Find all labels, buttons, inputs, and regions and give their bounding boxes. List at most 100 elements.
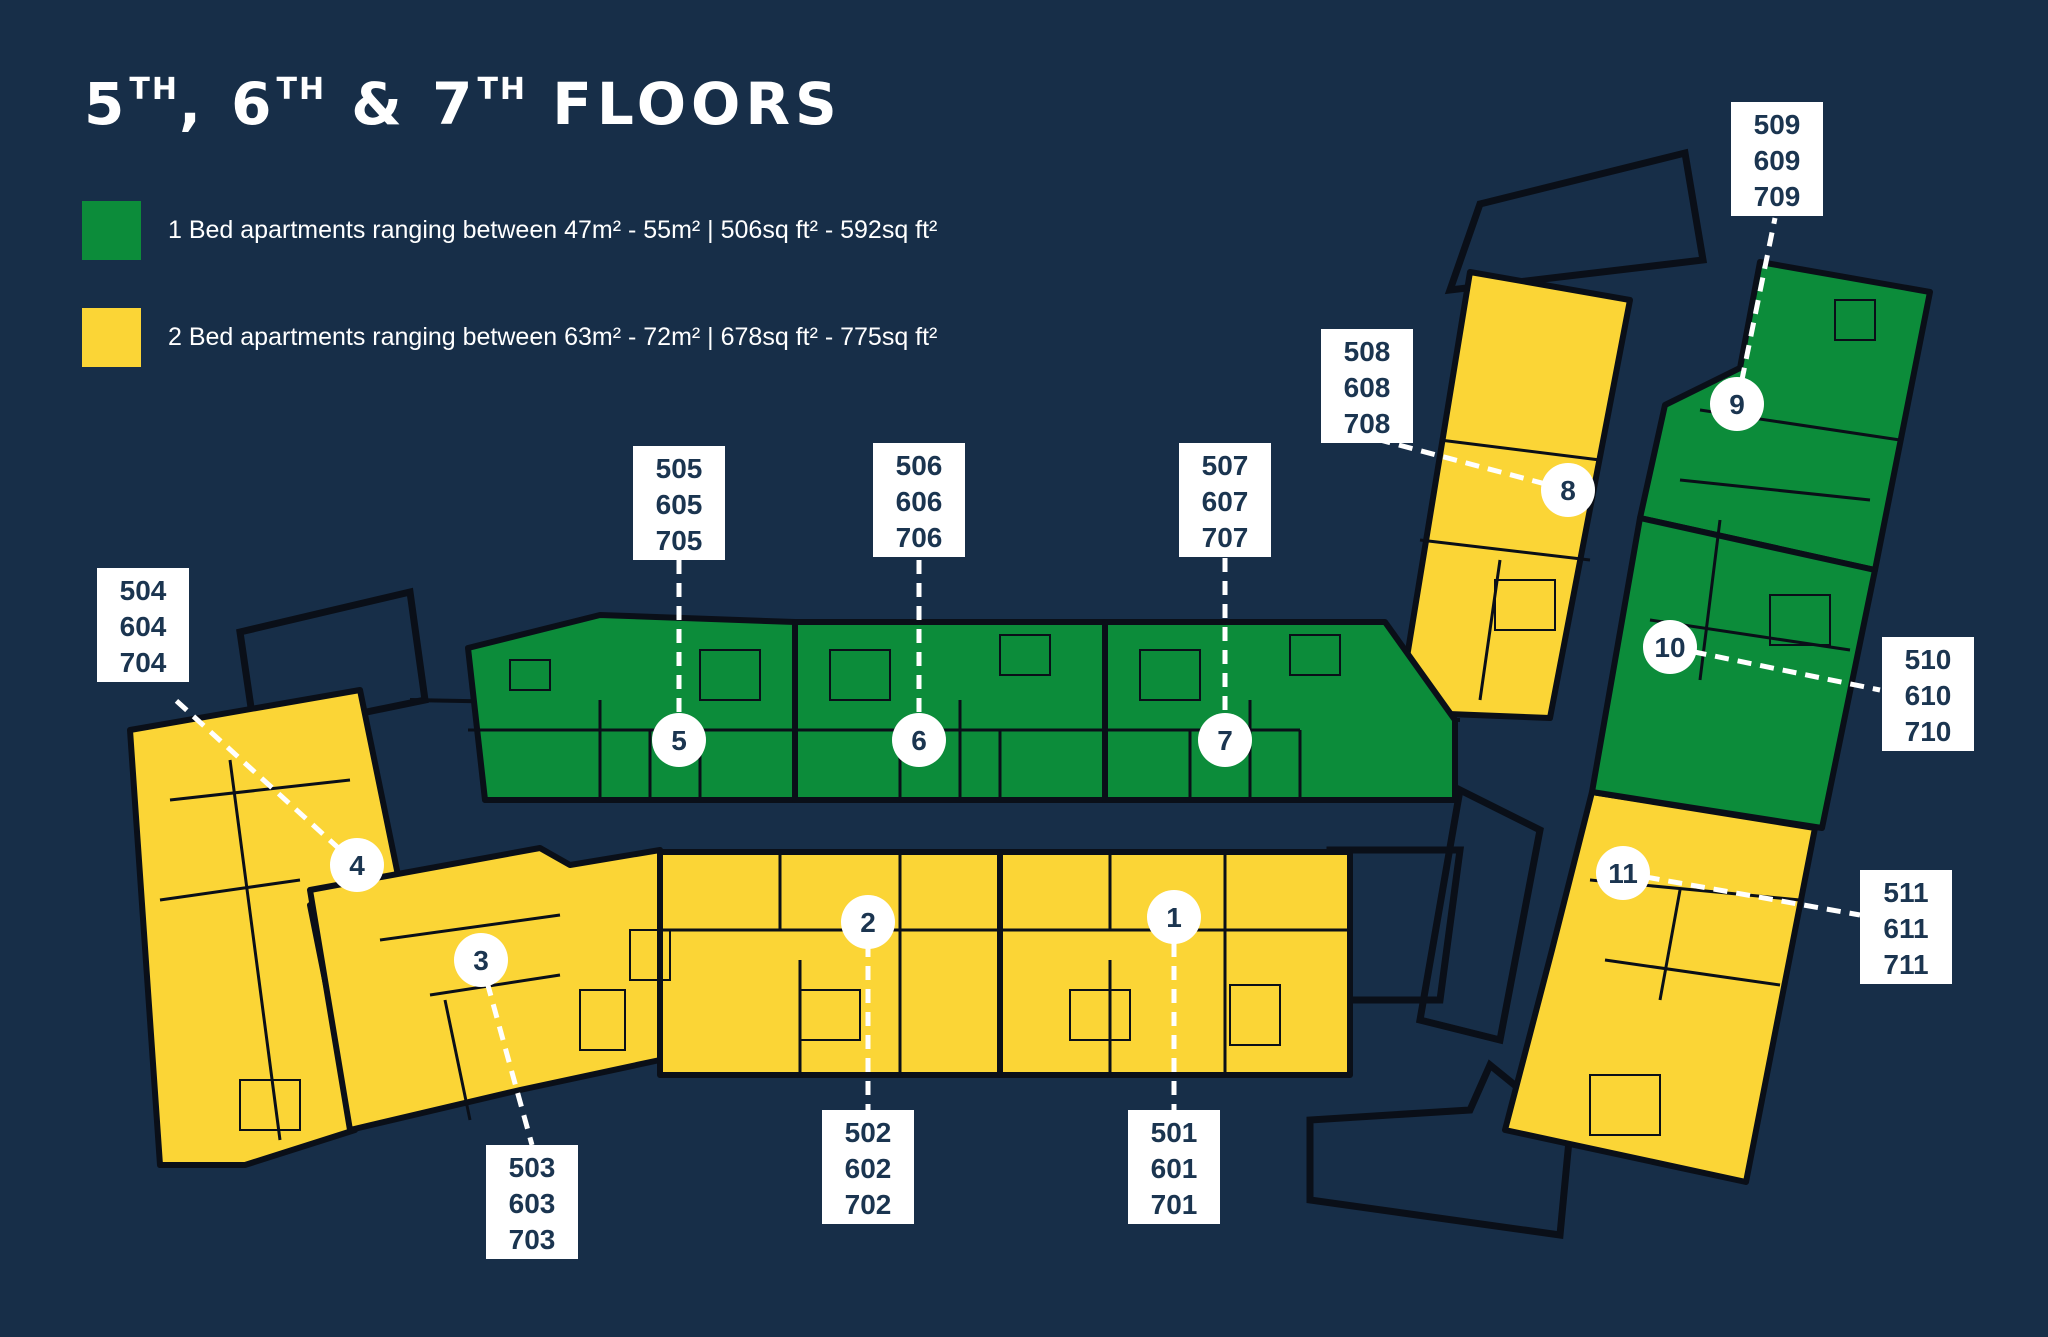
marker-label-11: 11	[1608, 858, 1638, 889]
legend-swatch-yellow	[82, 307, 141, 367]
legend-item-two-bed: 2 Bed apartments ranging between 63m² - …	[82, 307, 937, 367]
unit-702: 702	[845, 1189, 892, 1220]
wall-2	[660, 852, 1000, 1075]
marker-7: 7	[1198, 713, 1252, 767]
marker-3: 3	[454, 933, 508, 987]
unit-701: 701	[1151, 1189, 1198, 1220]
marker-1: 1	[1147, 890, 1201, 944]
two-bed-units	[127, 269, 1818, 1185]
unit-608: 608	[1344, 372, 1391, 403]
callout-6: 506 606 706	[873, 443, 965, 557]
legend-swatch-green	[82, 200, 141, 260]
sofa-7	[1289, 634, 1341, 676]
leader-10	[1669, 644, 1881, 693]
apartment-8	[1395, 269, 1633, 721]
sofa-1	[1229, 984, 1281, 1046]
apartment-5	[465, 612, 798, 803]
stair-core-north	[1444, 148, 1708, 295]
unit-508: 508	[1344, 336, 1391, 367]
apartment-6	[792, 619, 1108, 803]
unit-705: 705	[656, 525, 703, 556]
apartment-2	[657, 849, 1003, 1078]
marker-label-6: 6	[911, 725, 927, 756]
marker-label-3: 3	[473, 945, 489, 976]
wall-5	[468, 700, 795, 800]
unit-507: 507	[1202, 450, 1249, 481]
legend-label-two-bed: 2 Bed apartments ranging between 63m² - …	[168, 322, 938, 351]
unit-711: 711	[1883, 949, 1928, 980]
marker-label-10: 10	[1654, 632, 1685, 663]
unit-506: 506	[896, 450, 943, 481]
unit-601: 601	[1151, 1153, 1198, 1184]
unit-708: 708	[1344, 408, 1391, 439]
bed-2	[799, 989, 861, 1041]
marker-10: 10	[1643, 620, 1697, 674]
unit-710: 710	[1905, 716, 1952, 747]
wall-3	[379, 913, 561, 1121]
bed-11	[1589, 1074, 1661, 1136]
unit-707: 707	[1202, 522, 1249, 553]
marker-label-8: 8	[1560, 475, 1576, 506]
unit-703: 703	[509, 1224, 556, 1255]
legend-item-one-bed: 1 Bed apartments ranging between 47m² - …	[82, 200, 937, 260]
marker-label-1: 1	[1166, 902, 1182, 933]
marker-5: 5	[652, 713, 706, 767]
unit-610: 610	[1905, 680, 1952, 711]
leader-11	[1622, 870, 1861, 918]
unit-503: 503	[509, 1152, 556, 1183]
apartment-7	[1102, 619, 1458, 803]
unit-603: 603	[509, 1188, 556, 1219]
unit-605: 605	[656, 489, 703, 520]
unit-604: 604	[120, 611, 167, 642]
callout-4: 504 604 704	[97, 568, 189, 682]
unit-606: 606	[896, 486, 943, 517]
marker-4: 4	[330, 838, 384, 892]
bed-7	[1139, 649, 1201, 701]
marker-label-2: 2	[860, 907, 876, 938]
unit-709: 709	[1754, 181, 1801, 212]
apartment-1	[997, 849, 1353, 1078]
unit-706: 706	[896, 522, 943, 553]
furniture	[239, 299, 1876, 1136]
marker-label-5: 5	[671, 725, 687, 756]
leader-3	[478, 959, 535, 1146]
callout-8: 508 608 708	[1321, 329, 1413, 443]
marker-6: 6	[892, 713, 946, 767]
wall-6	[795, 700, 1105, 800]
marker-label-4: 4	[349, 850, 365, 881]
callout-2: 502 602 702	[822, 1110, 914, 1224]
leader-8	[1379, 437, 1569, 493]
callout-11: 511 611 711	[1860, 870, 1952, 984]
sofa-3	[579, 989, 626, 1051]
sofa-6	[999, 634, 1051, 676]
callout-5: 505 605 705	[633, 446, 725, 560]
bed-6	[829, 649, 891, 701]
corridor-east	[1415, 784, 1544, 1045]
callout-3: 503 603 703	[486, 1145, 578, 1259]
leader-lines	[168, 217, 1881, 1146]
unit-502: 502	[845, 1117, 892, 1148]
bed-8	[1494, 579, 1556, 631]
marker-label-7: 7	[1217, 725, 1233, 756]
unit-509: 509	[1754, 109, 1801, 140]
sofa-5	[509, 659, 551, 691]
marker-11: 11	[1596, 846, 1650, 900]
page-title: 5TH, 6TH & 7TH FLOORS	[84, 70, 842, 138]
unit-callouts: 501 601 701 502 602 702 503 603 703 504 …	[97, 102, 1974, 1259]
unit-511: 511	[1883, 877, 1928, 908]
callout-7: 507 607 707	[1179, 443, 1271, 557]
wall-8	[1419, 438, 1601, 701]
callout-1: 501 601 701	[1128, 1110, 1220, 1224]
bed-5	[699, 649, 761, 701]
leader-4	[168, 693, 359, 867]
bed-1	[1069, 989, 1131, 1041]
unit-602: 602	[845, 1153, 892, 1184]
apartment-markers: 1 2 3 4 5 6 7 8 9 10 11	[330, 377, 1764, 987]
apartment-9	[1637, 259, 1933, 573]
unit-609: 609	[1754, 145, 1801, 176]
apartment-10	[1589, 515, 1878, 831]
callout-9: 509 609 709	[1731, 102, 1823, 216]
unit-704: 704	[120, 647, 167, 678]
legend-label-one-bed: 1 Bed apartments ranging between 47m² - …	[168, 215, 938, 244]
